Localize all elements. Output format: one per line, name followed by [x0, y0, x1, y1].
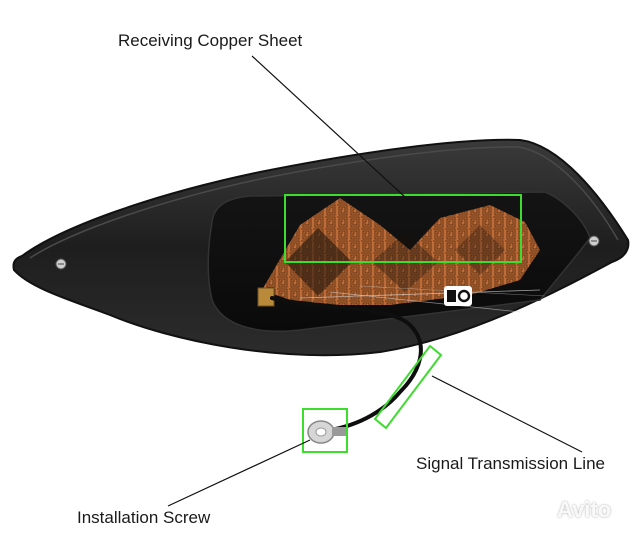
ring-terminal [307, 420, 346, 444]
copper-sheet [262, 198, 546, 313]
logo-icon [444, 286, 472, 306]
installation-screw-label: Installation Screw [77, 508, 211, 527]
installation-screw-leader-line [167, 439, 311, 507]
signal-line-label: Signal Transmission Line [416, 454, 605, 473]
installation-screw-highlight [302, 408, 348, 453]
copper-sheet-label: Receiving Copper Sheet [118, 31, 303, 50]
signal-line-leader-line [431, 375, 583, 453]
housing-rim [29, 146, 619, 259]
watermark-dots-icon [529, 500, 550, 520]
signal-cable [270, 296, 423, 432]
watermark-text: Avito [557, 497, 612, 522]
copper-sheet-leader-line [251, 55, 406, 198]
signal-line-highlight [373, 344, 443, 430]
left-mount-screw-icon [55, 258, 67, 270]
right-mount-screw-icon [588, 235, 600, 247]
watermark: Avito [527, 497, 611, 523]
